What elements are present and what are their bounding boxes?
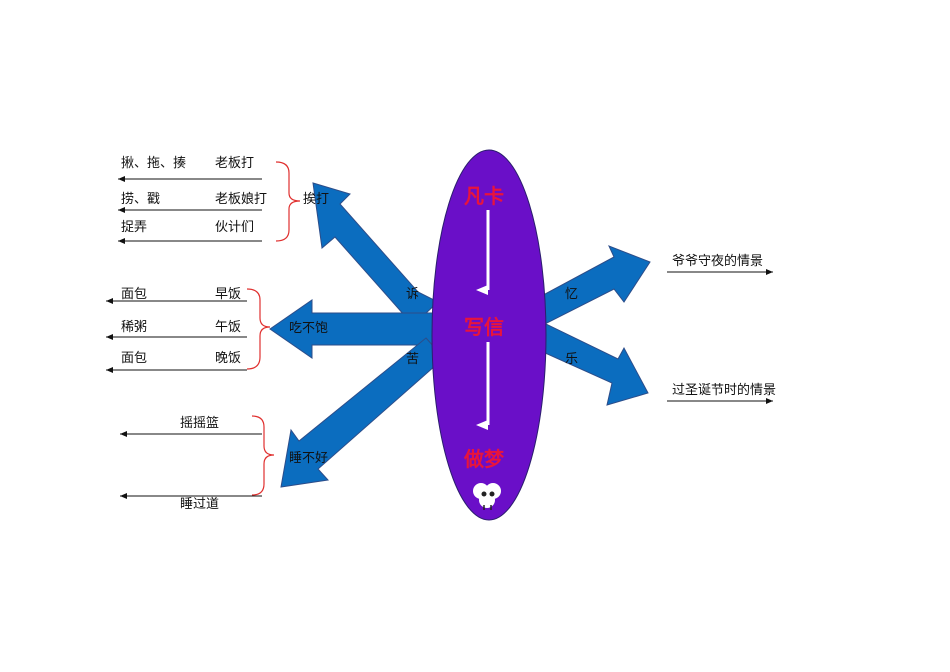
hungry-meal: 早饭 [215, 287, 242, 302]
memory-label: 过圣诞节时的情景 [672, 383, 777, 398]
sleep-label: 睡不好 [289, 451, 329, 466]
beaten-who: 老板娘打 [215, 192, 268, 207]
beaten-label: 挨打 [303, 192, 330, 207]
beaten-action: 捉弄 [121, 220, 148, 235]
center-middle-label: 写信 [464, 315, 504, 339]
memory-arrow-upper [533, 245, 651, 325]
beaten-brace [275, 161, 301, 242]
sleep-branch-label: 摇摇篮 [180, 416, 220, 431]
ku-label: 苦 [406, 352, 420, 367]
hungry-food: 面包 [121, 287, 148, 302]
memory-label: 爷爷守夜的情景 [672, 254, 764, 269]
hungry-arrow [269, 299, 437, 359]
su-label: 诉 [406, 287, 420, 302]
hungry-label: 吃不饱 [289, 321, 329, 336]
hungry-food: 面包 [121, 351, 148, 366]
beaten-action: 揪、拖、揍 [121, 156, 187, 171]
hungry-meal: 晚饭 [215, 351, 242, 366]
center-top-label: 凡卡 [464, 184, 504, 208]
sleep-brace [251, 415, 275, 496]
hungry-brace [246, 288, 271, 370]
beaten-action: 捞、戳 [121, 192, 161, 207]
le-label: 乐 [565, 352, 579, 367]
center-bottom-label: 做梦 [464, 447, 504, 471]
sleep-branch-label: 睡过道 [180, 497, 220, 512]
beaten-who: 老板打 [215, 156, 255, 171]
hungry-food: 稀粥 [121, 320, 148, 335]
sheep-icon [473, 483, 501, 510]
central-ellipse [431, 149, 547, 521]
beaten-who: 伙计们 [215, 220, 255, 235]
yi-label: 忆 [565, 287, 579, 302]
memory-arrow-lower [533, 322, 649, 406]
hungry-meal: 午饭 [215, 320, 242, 335]
sleep-arrow [280, 337, 445, 488]
beaten-arrow [312, 182, 439, 326]
